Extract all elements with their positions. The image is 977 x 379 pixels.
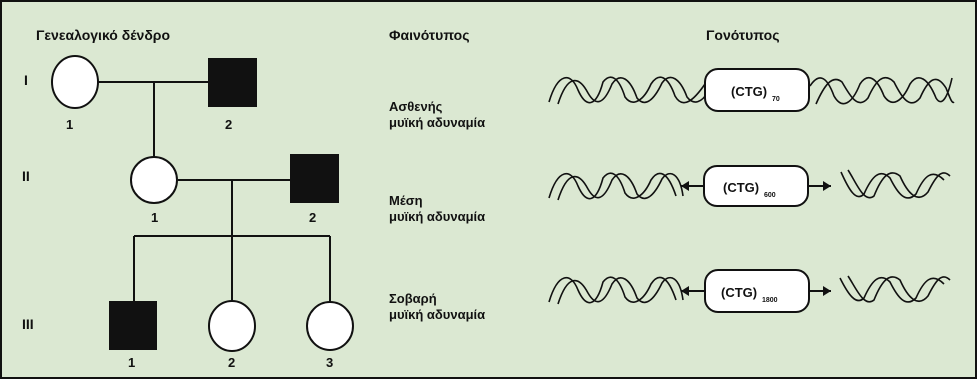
dna-helix-right-row1 (809, 76, 955, 105)
individual-number-iii3: 3 (326, 355, 333, 370)
individual-number-ii1: 1 (151, 210, 158, 225)
ctg-label-row3: (CTG) (721, 285, 757, 300)
dna-helix-right-row3 (839, 275, 951, 303)
dna-helix-left-row2 (548, 172, 684, 201)
individual-i2-male-affected (208, 58, 257, 107)
individual-number-i2: 2 (225, 117, 232, 132)
ctg-box-row1 (704, 68, 810, 112)
ctg-repeats-row2: 600 (764, 192, 776, 199)
individual-i1-female-unaffected (51, 55, 99, 109)
arrow-right-icon-row2 (823, 181, 831, 191)
individual-ii1-female-unaffected (130, 156, 178, 204)
generation-label-1: I (24, 72, 28, 88)
dna-helix-left-row3 (548, 276, 684, 305)
ctg-repeats-row1: 70 (772, 96, 780, 103)
individual-number-i1: 1 (66, 117, 73, 132)
phenotype-2-line1: Μέση (389, 193, 423, 208)
arrow-right-icon-row3 (823, 286, 831, 296)
individual-number-ii2: 2 (309, 210, 316, 225)
generation-label-3: III (22, 316, 34, 332)
ctg-repeats-row3: 1800 (762, 297, 778, 304)
individual-number-iii2: 2 (228, 355, 235, 370)
phenotype-2-line2: μυϊκή αδυναμία (389, 209, 485, 224)
arrow-left-icon-row3 (681, 286, 689, 296)
individual-iii3-female-unaffected (306, 301, 354, 351)
phenotype-3-line2: μυϊκή αδυναμία (389, 307, 485, 322)
dna-helix-left-row1 (548, 76, 709, 105)
genotype-header: Γονότυπος (706, 27, 779, 43)
phenotype-1-line2: μυϊκή αδυναμία (389, 115, 485, 130)
phenotype-3-line1: Σοβαρή (389, 291, 437, 306)
individual-number-iii1: 1 (128, 355, 135, 370)
arrow-left-icon-row2 (681, 181, 689, 191)
individual-iii1-male-affected (109, 301, 157, 350)
ctg-label-row1: (CTG) (731, 84, 767, 99)
pedigree-header: Γενεαλογικό δένδρο (36, 27, 170, 43)
individual-ii2-male-affected (290, 154, 339, 203)
dna-helix-right-row2 (840, 169, 951, 199)
ctg-label-row2: (CTG) (723, 180, 759, 195)
phenotype-header: Φαινότυπος (389, 27, 470, 43)
phenotype-1-line1: Ασθενής (389, 99, 443, 114)
individual-iii2-female-unaffected (208, 300, 256, 352)
generation-label-2: II (22, 168, 30, 184)
